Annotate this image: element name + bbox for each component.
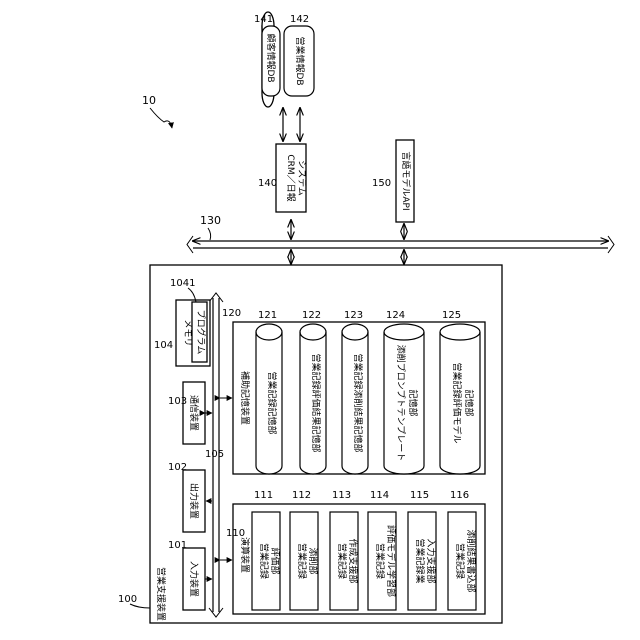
processor-unit-ref: 114 [370,490,389,501]
internal-bus-ref: 105 [205,449,224,460]
storage-db-ref: 121 [258,310,277,321]
storage-label: 補助記憶装置 [239,371,251,425]
processor-unit-ref: 115 [410,490,429,501]
processor-unit-label: 作成支援部 [347,538,359,583]
processor-unit-ref: 111 [254,490,273,501]
storage-db-label: 営業記録評価結果記憶部 [310,353,322,452]
processor-unit-label: 営業記録 [258,543,270,579]
program-label: プログラム [195,310,207,355]
customer-db-ref: 141 [254,14,273,25]
storage-db-label: 営業記録添削結果記憶部 [352,353,364,452]
processor-unit-ref: 113 [332,490,351,501]
network-bus [187,236,614,253]
storage-db-121: 営業記録記憶部 [256,324,282,474]
storage-db-ref: 125 [442,310,461,321]
processor-unit-label: 添削部 [307,547,319,574]
processor-ref: 110 [226,528,245,539]
processor-unit-label: 添削結果書込部 [465,529,477,592]
processor-unit-label: 営業記録 [336,543,348,579]
storage-db-124: 添削プロンプトテンプレート記憶部 [384,324,424,474]
storage-db-label: 記憶部 [463,389,475,416]
processor-unit-114: 営業記録評価モデル学習部 [368,512,397,610]
storage-db-125: 営業記録評価モデル記憶部 [440,324,480,474]
device-label: 営業支援装置 [155,567,167,621]
processor-unit-ref: 112 [292,490,311,501]
llm-ref: 150 [372,178,391,189]
processor-unit-label: 評価部 [269,547,281,574]
processor-unit-label: 営業記録 [296,543,308,579]
customer-db-label: 顧客情報DB [265,33,277,82]
processor-unit-ref: 116 [450,490,469,501]
comm-label: 通信装置 [188,395,200,431]
processor-unit-115: 営業記録業入力支援部 [408,512,437,610]
crm-line2: システム [296,160,307,196]
storage-ref: 120 [222,308,241,319]
storage-db-label: 営業記録評価モデル [451,362,463,443]
output-label: 出力装置 [188,483,200,519]
bus-ref-leader [208,228,211,240]
llm-api-box: 言語モデルAPI [396,140,414,222]
input-ref: 101 [168,540,187,551]
sales-db-ref: 142 [290,14,309,25]
comm-ref: 103 [168,396,187,407]
storage-db-122: 営業記録評価結果記憶部 [300,324,326,474]
processor-unit-label: 営業記録 [374,543,386,579]
storage-db-label: 記憶部 [407,389,419,416]
program-ref: 1041 [170,278,195,289]
output-ref: 102 [168,462,187,473]
processor-unit-112: 営業記録添削部 [290,512,319,610]
memory-label: メモリ [182,319,192,346]
system-ref-arrow [150,108,172,128]
storage-db-ref: 123 [344,310,363,321]
processor-unit-116: 営業記録添削結果書込部 [448,512,477,610]
storage-db-ref: 122 [302,310,321,321]
processor-unit-label: 営業記録 [454,543,466,579]
processor-label: 演算装置 [239,537,251,573]
crm-system-box: CRM／日報 システム [276,144,307,212]
crm-ref: 140 [258,178,277,189]
bus-ref: 130 [200,214,221,227]
storage-db-123: 営業記録添削結果記憶部 [342,324,368,474]
storage-db-label: 添削プロンプトテンプレート [395,345,407,461]
storage-db-label: 営業記録記憶部 [266,371,278,434]
storage-db-ref: 124 [386,310,405,321]
processor-unit-label: 入力支援部 [425,538,437,583]
device-ref: 100 [118,594,137,605]
processor-unit-label: 営業記録業 [414,538,426,583]
llm-label: 言語モデルAPI [400,151,412,210]
sales-db-label: 営業情報DB [294,36,306,85]
processor-unit-label: 評価モデル学習部 [385,525,397,597]
processor-unit-111: 営業記録評価部 [252,512,281,610]
input-label: 入力装置 [188,561,200,597]
system-ref: 10 [142,94,156,107]
sales-db: 営業情報DB [284,26,314,96]
memory-ref: 104 [154,340,173,351]
customer-db: 顧客情報DB [262,12,280,107]
processor-unit-113: 営業記録作成支援部 [330,512,359,610]
crm-line1: CRM／日報 [285,154,296,201]
